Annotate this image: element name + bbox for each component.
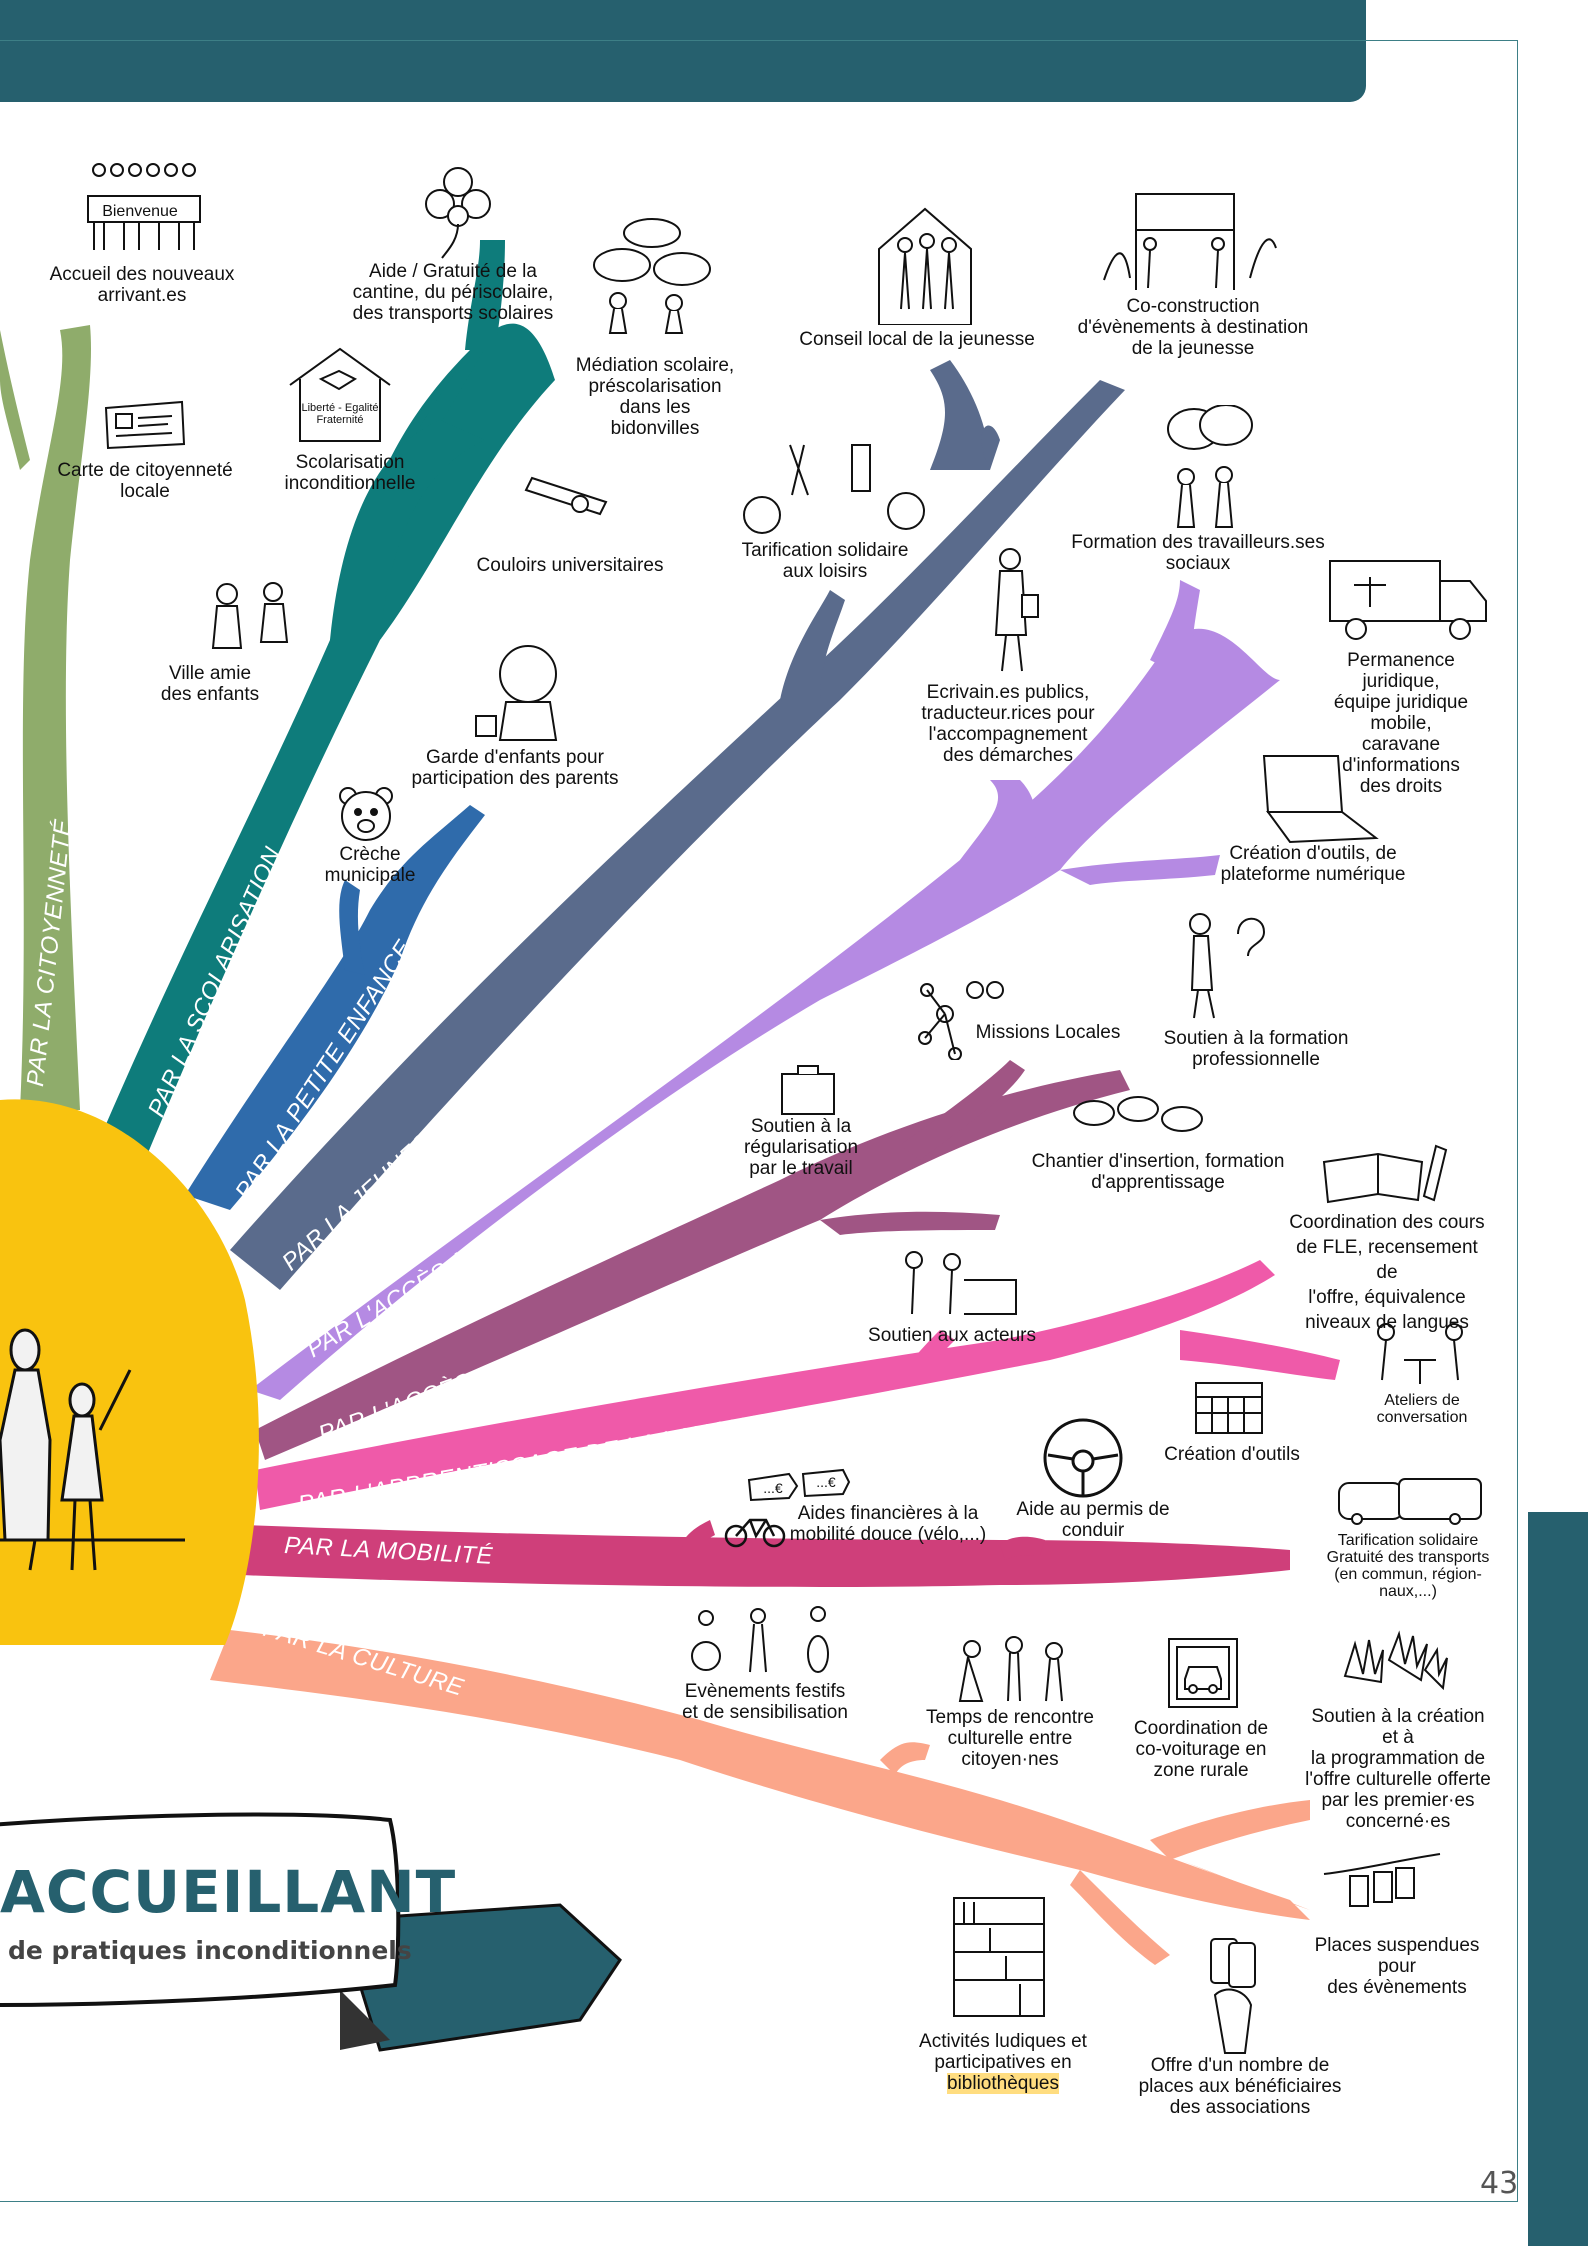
label-bibliotheques: bibliothèques (947, 2073, 1059, 2094)
bienvenue-text: Bienvenue (102, 203, 178, 220)
label-chantier: Chantier d'insertion, formation d'appren… (1031, 1151, 1285, 1193)
clover-icon (425, 167, 491, 259)
page-number: 43 (1480, 2166, 1519, 2201)
label-soutien-creation: Soutien à la création et à la programmat… (1305, 1706, 1491, 1832)
label-creche: Crèche municipale (324, 844, 416, 886)
thinking-person-icon (1189, 913, 1266, 1019)
laptop-icon (1262, 755, 1379, 844)
label-couloirs: Couloirs universitaires (476, 555, 664, 576)
euro-tag-2: ...€ (816, 1474, 836, 1490)
hanging-tickets-icon (1323, 1853, 1441, 1907)
actors-icon (905, 1251, 1017, 1315)
briefcase-icon (781, 1065, 835, 1115)
carpool-icon (1168, 1638, 1238, 1708)
bookshelf-icon (953, 1897, 1045, 2017)
conversation-icon (1377, 1323, 1463, 1384)
label-temps: Temps de rencontre culturelle entre cito… (926, 1707, 1094, 1770)
branch-jeunesse-shape (230, 380, 1125, 1290)
label-missions: Missions Locales (975, 1022, 1121, 1043)
banner-ribbon (0, 1812, 622, 2052)
baby-icon (475, 645, 558, 741)
label-coordination-fle: Coordination des cours de FLE, recenseme… (1289, 1212, 1485, 1333)
label-soutien-formation: Soutien à la formation professionnelle (1163, 1028, 1349, 1070)
label-ecrivains: Ecrivain.es publics, traducteur.rices po… (921, 682, 1095, 766)
hands-icon (1343, 1630, 1448, 1691)
label-carte: Carte de citoyenneté locale (57, 460, 233, 502)
bus-tram-icon (1338, 1478, 1482, 1525)
branch-petite-enfance-shape (185, 805, 485, 1210)
branch-citoyennete-shape (20, 325, 91, 1110)
label-evenements: Evènements festifs et de sensibilisation (682, 1681, 848, 1723)
speech-bubbles-icon (593, 218, 711, 334)
social-workers-icon (1167, 405, 1253, 528)
label-mediation: Médiation scolaire, préscolarisation dan… (575, 355, 735, 439)
branch-culture-shape (210, 1630, 1310, 1920)
label-aides-fin: Aides financières à la mobilité douce (v… (789, 1503, 987, 1545)
label-conseil: Conseil local de la jeunesse (799, 329, 1035, 350)
public-writer-icon (994, 548, 1039, 672)
liberte-text: Liberté - Egalité Fraternité (301, 402, 379, 426)
network-icon (918, 981, 1004, 1060)
welcome-crowd-icon (87, 163, 201, 250)
label-activites: Activités ludiques et participatives en (919, 2031, 1087, 2073)
bicycle-icon (724, 1518, 786, 1548)
label-accueil: Accueil des nouveaux arrivant.es (49, 264, 235, 306)
label-covoiturage: Coordination de co-voiturage en zone rur… (1133, 1718, 1269, 1781)
label-places: Places suspendues pour des évènements (1314, 1935, 1480, 1998)
header-bar (0, 0, 1366, 102)
label-scolarisation-incond: Scolarisation inconditionnelle (284, 452, 416, 494)
label-coconstruction: Co-construction d'évènements à destinati… (1077, 296, 1309, 359)
book-pencil-icon (1322, 1144, 1448, 1204)
label-ville-amie: Ville amie des enfants (160, 663, 260, 705)
label-tarif-transports: Tarification solidaire Gratuité des tran… (1326, 1532, 1490, 1600)
euro-tag-1: ...€ (763, 1480, 783, 1496)
family-figures (0, 1328, 185, 1571)
calendar-icon (1195, 1382, 1263, 1434)
banner-subtitle: de pratiques inconditionnels (8, 1936, 412, 1965)
banner-title: ACCUEILLANT (0, 1858, 457, 1926)
meeting-people-icon (958, 1636, 1063, 1702)
label-aide-cantine: Aide / Gratuité de la cantine, du périsc… (352, 261, 554, 324)
label-regularisation: Soutien à la régularisation par le trava… (743, 1116, 859, 1179)
label-creation-outils-num: Création d'outils, de plateforme numériq… (1220, 843, 1406, 885)
school-building-icon (289, 347, 391, 442)
event-stage-icon (1103, 193, 1277, 290)
teddy-bear-icon (339, 787, 393, 841)
side-bar (1528, 1512, 1588, 2246)
label-creation-outils: Création d'outils (1164, 1444, 1300, 1465)
steering-wheel-icon (1043, 1418, 1123, 1498)
label-permanence: Permanence juridique, équipe juridique m… (1333, 650, 1469, 797)
label-permis: Aide au permis de conduir (1016, 1499, 1170, 1541)
branch-travail-shape (255, 1070, 1130, 1460)
label-tarification-loisirs: Tarification solidaire aux loisirs (741, 540, 909, 582)
children-icon (211, 582, 289, 649)
thought-clouds-icon (1073, 1096, 1203, 1132)
leisure-items-icon (743, 444, 925, 534)
euro-tags-icon (747, 1468, 851, 1502)
label-formation-travailleurs: Formation des travailleurs.ses sociaux (1071, 532, 1325, 574)
label-garde: Garde d'enfants pour participation des p… (411, 747, 619, 789)
label-offre: Offre d'un nombre de places aux bénéfici… (1138, 2055, 1342, 2118)
musicians-icon (691, 1606, 829, 1673)
diploma-icon (524, 476, 608, 516)
branch-scolarisation-shape (95, 323, 555, 1160)
page-frame (0, 40, 1518, 2202)
hand-tickets-icon (1210, 1938, 1256, 2054)
branch-langue-shape (255, 1260, 1275, 1510)
youth-house-icon (878, 207, 972, 325)
label-ateliers: Ateliers de conversation (1376, 1392, 1468, 1426)
id-card-icon (104, 400, 186, 450)
label-soutien-acteurs: Soutien aux acteurs (868, 1325, 1036, 1346)
legal-truck-icon (1329, 560, 1487, 640)
bibliotheques-highlight: bibliothèques (947, 2073, 1059, 2094)
